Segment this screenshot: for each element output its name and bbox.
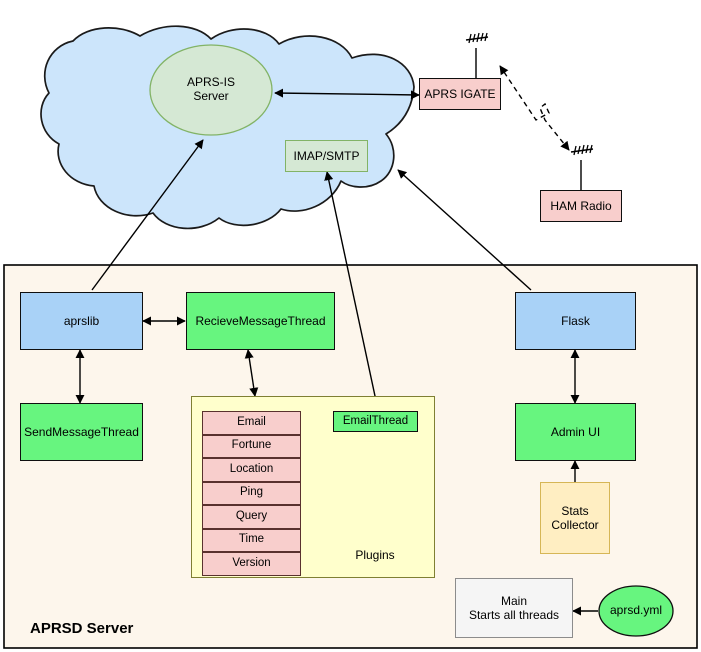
plugins-caption: Plugins: [355, 548, 395, 562]
plugin-item[interactable]: Ping: [202, 481, 301, 505]
recieve-message-thread-box[interactable]: RecieveMessageThread: [186, 292, 335, 350]
aprsd-yml-ellipse[interactable]: [598, 585, 674, 637]
stats-collector-box[interactable]: Stats Collector: [540, 482, 610, 554]
edge-aprslib-to-aprsis: [91, 139, 204, 291]
edge-rf-link: [499, 65, 570, 151]
main-box[interactable]: Main Starts all threads: [455, 578, 573, 638]
edge-recievemessagethread-to-plugins: [244, 349, 259, 397]
edge-igate-to-aprsis: [274, 88, 420, 100]
ham-radio-box[interactable]: HAM Radio: [540, 190, 622, 222]
aprslib-box[interactable]: aprslib: [20, 292, 143, 350]
plugin-item[interactable]: Version: [202, 552, 301, 576]
edge-emailthread-to-imapsmtp: [324, 171, 379, 411]
plugin-item[interactable]: Query: [202, 505, 301, 529]
imap-smtp-box[interactable]: IMAP/SMTP: [285, 140, 368, 172]
email-thread-box[interactable]: EmailThread: [333, 411, 418, 432]
aprsd-server-region-title: APRSD Server: [30, 620, 134, 637]
plugin-item[interactable]: Time: [202, 528, 301, 552]
aprs-is-server-ellipse[interactable]: [149, 44, 273, 136]
admin-ui-box[interactable]: Admin UI: [515, 403, 636, 461]
plugin-item[interactable]: Location: [202, 458, 301, 482]
flask-box[interactable]: Flask: [515, 292, 636, 350]
ham-antenna-icon: [570, 144, 594, 156]
igate-antenna-icon: [465, 32, 489, 44]
plugin-item[interactable]: Email: [202, 411, 301, 435]
aprs-igate-box[interactable]: APRS IGATE: [419, 78, 501, 110]
send-message-thread-box[interactable]: SendMessageThread: [20, 403, 143, 461]
edge-flask-to-cloud: [397, 169, 532, 291]
plugin-item[interactable]: Fortune: [202, 434, 301, 458]
